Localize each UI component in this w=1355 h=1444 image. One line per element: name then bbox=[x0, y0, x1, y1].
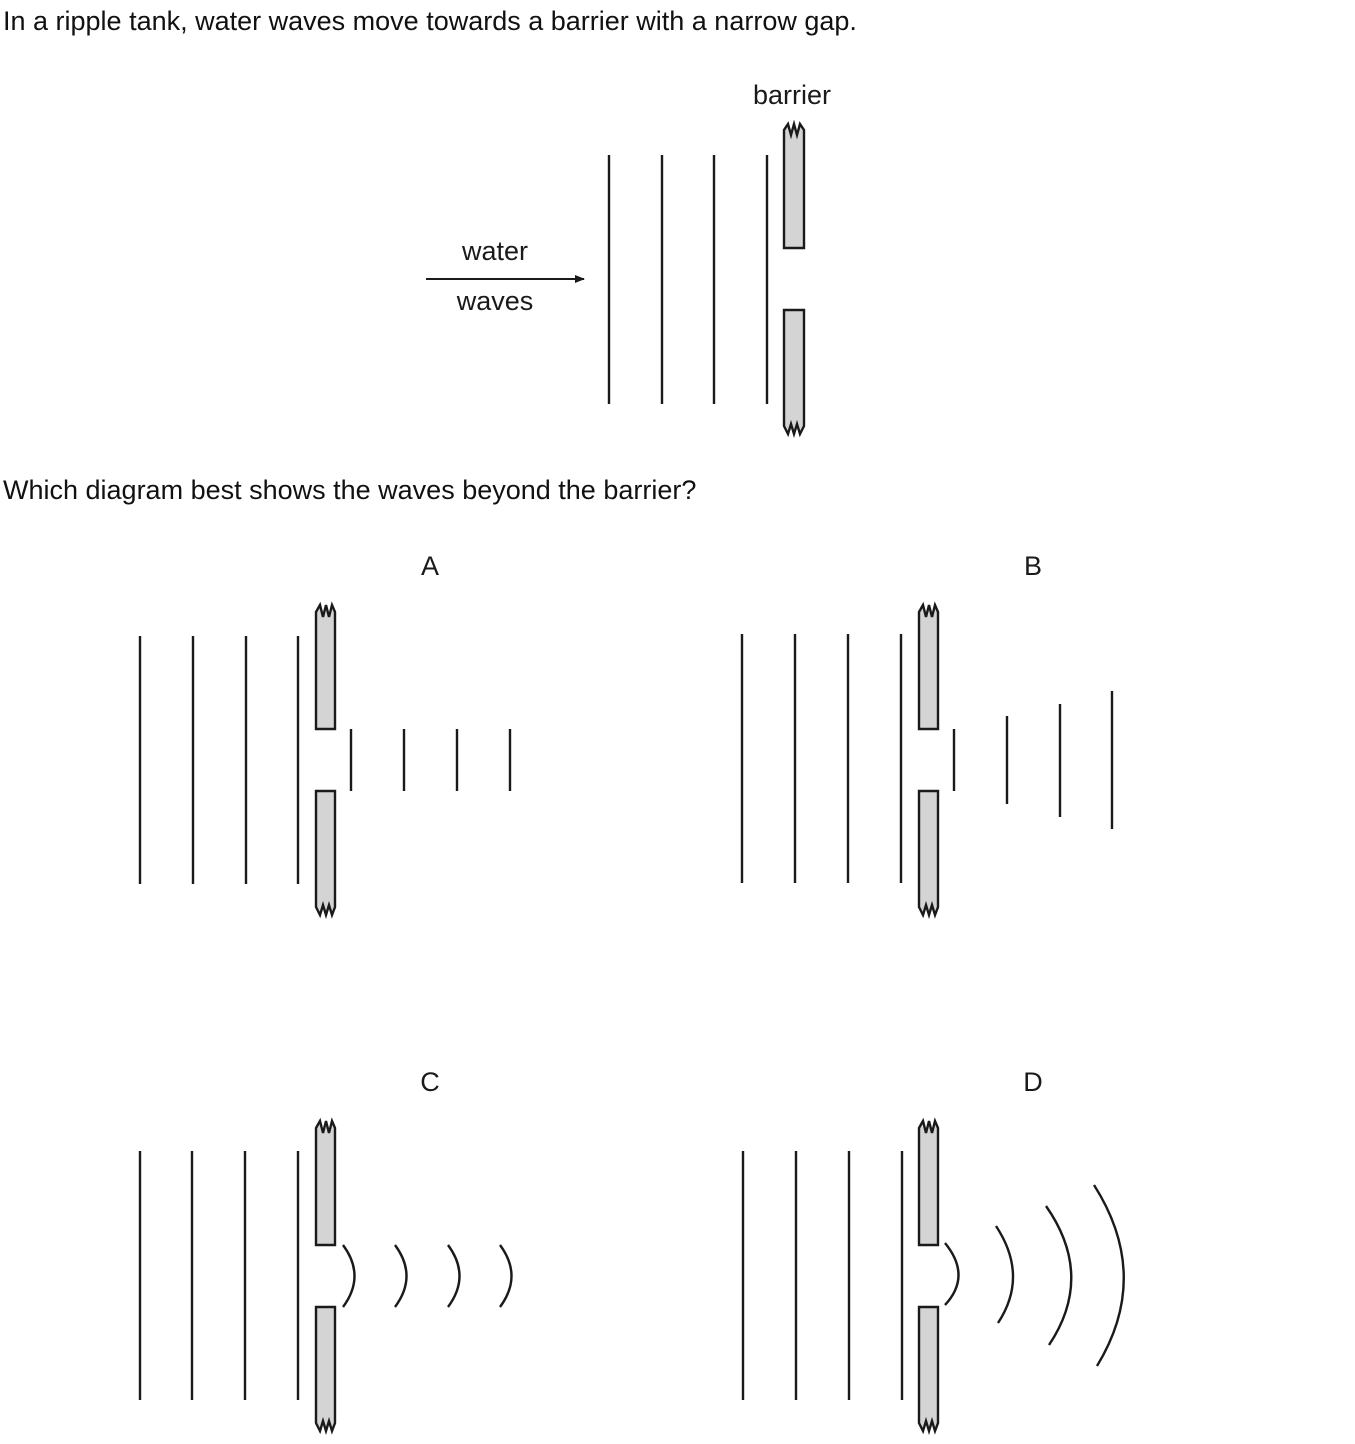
barrier-lower bbox=[917, 789, 940, 920]
barrier-lower bbox=[917, 1305, 940, 1436]
transmitted-wavefront bbox=[1045, 1205, 1073, 1346]
barrier-lower bbox=[314, 789, 337, 920]
arrow-label-bottom: waves bbox=[456, 286, 534, 316]
transmitted-wavefront bbox=[342, 1244, 356, 1308]
question-intro: In a ripple tank, water waves move towar… bbox=[3, 6, 857, 36]
barrier-upper bbox=[782, 119, 806, 250]
option-d-letter: D bbox=[1023, 1067, 1043, 1097]
arrow-label-top: water bbox=[461, 236, 528, 266]
barrier-lower bbox=[314, 1305, 337, 1436]
transmitted-wavefront bbox=[1092, 1184, 1125, 1367]
question-prompt: Which diagram best shows the waves beyon… bbox=[3, 475, 697, 505]
barrier-upper bbox=[314, 601, 337, 731]
option-a-letter: A bbox=[421, 551, 439, 581]
barrier-lower bbox=[782, 308, 806, 439]
option-c[interactable]: C bbox=[138, 1067, 513, 1436]
transmitted-wavefront bbox=[499, 1244, 513, 1308]
main-diagram: barrier water waves bbox=[426, 80, 831, 439]
barrier-upper bbox=[314, 1117, 337, 1247]
barrier-upper bbox=[917, 1117, 940, 1247]
barrier-label: barrier bbox=[753, 80, 831, 110]
option-b[interactable]: B bbox=[740, 551, 1114, 920]
transmitted-wavefront bbox=[447, 1244, 461, 1308]
option-b-letter: B bbox=[1024, 551, 1042, 581]
barrier-upper bbox=[917, 601, 940, 731]
transmitted-wavefront bbox=[944, 1242, 960, 1306]
transmitted-wavefront bbox=[994, 1225, 1015, 1324]
option-a[interactable]: A bbox=[138, 551, 512, 920]
option-c-letter: C bbox=[420, 1067, 440, 1097]
option-d[interactable]: D bbox=[741, 1067, 1125, 1436]
transmitted-wavefront bbox=[394, 1244, 408, 1308]
